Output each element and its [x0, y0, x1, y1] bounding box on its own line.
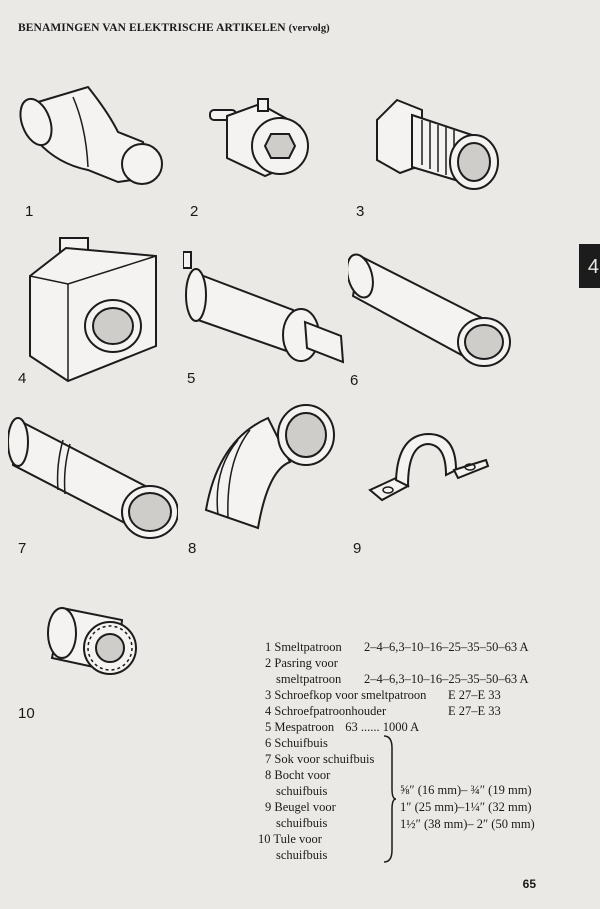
legend-num: 6 — [265, 736, 272, 750]
figure-number: 2 — [190, 203, 199, 220]
figure-number: 8 — [188, 540, 197, 557]
legend-text: Mespatroon — [274, 720, 335, 734]
chapter-tab-label: 4 — [587, 256, 599, 278]
legend-row: 9 Beugel voor — [265, 800, 336, 816]
legend-row: 3 Schroefkop voor smeltpatroon — [265, 688, 426, 704]
legend-text: Schroefkop voor smeltpatroon — [274, 688, 427, 702]
legend-row: 7 Sok voor schuifbuis — [265, 752, 374, 768]
figure-number: 7 — [18, 540, 27, 557]
legend-text: Sok voor schuifbuis — [274, 752, 375, 766]
chapter-tab: 4 — [579, 244, 600, 288]
blade-fuse-icon — [183, 250, 353, 370]
conduit-socket-icon — [8, 410, 178, 540]
conduit-clamp-icon — [368, 430, 493, 510]
legend-num: 4 — [265, 704, 272, 718]
fuse-holder-block-icon — [28, 236, 158, 386]
legend-spec: 2–4–6,3–10–16–25–35–50–63 A — [364, 640, 529, 654]
title-text: BENAMINGEN VAN ELEKTRISCHE ARTIKELEN — [18, 22, 286, 34]
figure-number: 6 — [350, 372, 359, 389]
legend-spec: 2–4–6,3–10–16–25–35–50–63 A — [364, 672, 529, 686]
legend-text: Tule voor — [273, 832, 322, 846]
legend-text: Bocht voor — [274, 768, 331, 782]
legend-spec: E 27–E 33 — [448, 688, 501, 702]
size-range: ⅝″ (16 mm)– ¾″ (19 mm) — [400, 783, 532, 797]
legend-text: Smeltpatroon — [274, 640, 342, 654]
page-number: 65 — [522, 877, 536, 891]
conduit-bend-icon — [198, 400, 338, 540]
figure-number: 5 — [187, 370, 196, 387]
conduit-bushing-icon — [42, 600, 142, 680]
brace-icon — [382, 734, 397, 869]
legend-num: 8 — [265, 768, 272, 782]
legend-text: smeltpatroon — [276, 672, 342, 686]
size-range: 1″ (25 mm)–1¼″ (32 mm) — [400, 800, 532, 814]
legend-num: 10 — [258, 832, 271, 846]
fuse-cartridge-icon — [18, 72, 168, 197]
figure-number: 10 — [18, 705, 35, 722]
legend-text: schuifbuis — [276, 848, 328, 862]
conduit-tube-icon — [348, 246, 518, 371]
legend-text: Beugel voor — [274, 800, 336, 814]
fuse-gauge-ring-icon — [205, 96, 315, 181]
fuse-screw-cap-icon — [372, 95, 502, 195]
legend-text: Pasring voor — [274, 656, 338, 670]
legend-num: 1 — [265, 640, 272, 654]
legend-num: 9 — [265, 800, 272, 814]
legend-num: 2 — [265, 656, 272, 670]
legend-num: 5 — [265, 720, 272, 734]
legend-spec: 63 ...... 1000 A — [345, 720, 420, 734]
figure-number: 4 — [18, 370, 27, 387]
title-subtitle: (vervolg) — [288, 23, 330, 34]
legend-row: 6 Schuifbuis — [265, 736, 328, 752]
page-title: BENAMINGEN VAN ELEKTRISCHE ARTIKELEN (ve… — [18, 22, 330, 34]
legend-text: Schuifbuis — [274, 736, 328, 750]
legend-text: schuifbuis — [276, 784, 328, 798]
legend-spec: E 27–E 33 — [448, 704, 501, 718]
legend-text: schuifbuis — [276, 816, 328, 830]
legend-row: 5 Mespatroon 63 ...... 1000 A — [265, 720, 419, 736]
legend-row: 1 Smeltpatroon — [265, 640, 342, 656]
figure-number: 9 — [353, 540, 362, 557]
legend-text: Schroefpatroonhouder — [274, 704, 387, 718]
figure-number: 3 — [356, 203, 365, 220]
size-range: 1½″ (38 mm)– 2″ (50 mm) — [400, 817, 535, 831]
legend-row: 2 Pasring voor — [265, 656, 338, 672]
legend-num: 7 — [265, 752, 272, 766]
legend-row: 10 Tule voor — [258, 832, 322, 848]
figure-number: 1 — [25, 203, 34, 220]
legend-row: 8 Bocht voor — [265, 768, 330, 784]
legend-num: 3 — [265, 688, 272, 702]
legend-row: 4 Schroefpatroonhouder — [265, 704, 386, 720]
